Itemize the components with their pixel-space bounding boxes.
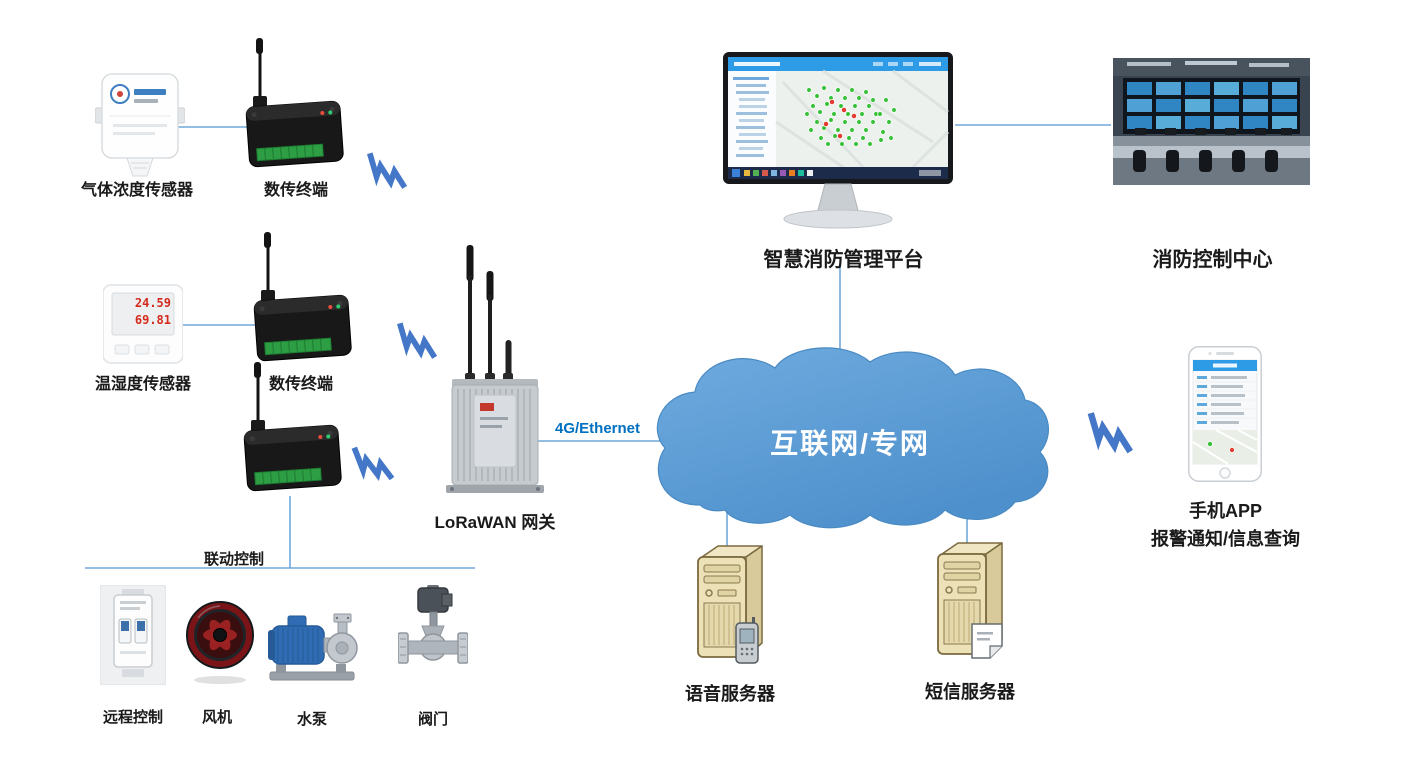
gateway-label: LoRaWAN 网关 (434, 513, 556, 532)
wireless-bolt-icon (351, 446, 395, 482)
voice-server-device (690, 543, 770, 668)
video-wall (1127, 82, 1297, 129)
remote-control-label: 远程控制 (102, 709, 163, 726)
wireless-bolt-icon (397, 322, 438, 359)
gas-sensor-icon (95, 73, 185, 177)
valve-icon (398, 585, 468, 664)
voice-server-label: 语音服务器 (685, 684, 775, 704)
dtu-middle-device (248, 232, 358, 367)
sms-server-device (930, 540, 1010, 665)
water-pump-icon (268, 613, 358, 681)
remote-control-device (100, 585, 166, 685)
temp-humidity-sensor-label: 温湿度传感器 (94, 376, 191, 393)
dtu-icon (245, 38, 344, 168)
voice-server-icon (697, 545, 763, 664)
fan-device (180, 588, 254, 688)
dtu-icon (243, 362, 342, 492)
phone-label-line1: 手机APP (1188, 501, 1262, 521)
temp-humidity-sensor-icon (103, 284, 183, 364)
map-alarm-markers (823, 99, 857, 139)
water-pump-label: 水泵 (296, 711, 327, 728)
valve-label: 阀门 (417, 711, 448, 728)
humidity-reading: 69.81 (134, 313, 171, 327)
phone-label: 手机APP 报警通知/信息查询 (1118, 497, 1333, 553)
lorawan-gateway-device (440, 245, 550, 500)
circuit-breaker-icon (100, 585, 166, 685)
wireless-bolt-icon (1087, 412, 1133, 454)
sms-server-label: 短信服务器 (925, 682, 1015, 702)
gas-sensor-device (95, 70, 185, 180)
map-device-markers (804, 85, 897, 147)
temp-humidity-sensor-device: 24.59 69.81 (103, 283, 183, 368)
temp-reading: 24.59 (134, 296, 171, 310)
dtu-bottom-device (238, 362, 348, 497)
control-center-icon (1113, 58, 1310, 185)
platform-monitor-icon (723, 52, 953, 229)
water-pump-device (266, 600, 358, 685)
message-note-icon (971, 623, 1003, 659)
platform-label: 智慧消防管理平台 (763, 249, 924, 271)
dtu-top-device (240, 38, 350, 173)
internet-cloud-icon (656, 347, 1049, 529)
phone-label-line2: 报警通知/信息查询 (1150, 529, 1300, 549)
phone-list-rows (1195, 376, 1255, 424)
sms-server-icon (937, 542, 1003, 659)
dtu-middle-label: 数传终端 (268, 376, 333, 393)
control-center-label: 消防控制中心 (1152, 249, 1273, 271)
cloud-label: 互联网/专网 (770, 428, 930, 459)
wireless-bolt-icon (367, 152, 408, 189)
dtu-icon (253, 232, 352, 362)
dtu-top-label: 数传终端 (263, 182, 328, 199)
linkage-control-label: 联动控制 (203, 551, 264, 568)
fan-label: 风机 (201, 709, 232, 726)
gas-sensor-label: 气体浓度传感器 (80, 182, 193, 199)
control-center-photo (1113, 58, 1310, 185)
fan-icon (186, 601, 254, 684)
valve-device (398, 585, 468, 690)
sensor-readout: 24.59 69.81 (117, 295, 171, 329)
phone-icon (1188, 346, 1262, 482)
platform-monitor-device (723, 52, 953, 237)
wan-link-label: 4G/Ethernet (554, 420, 641, 437)
phone-device (1188, 346, 1262, 482)
lorawan-gateway-icon (446, 245, 544, 493)
